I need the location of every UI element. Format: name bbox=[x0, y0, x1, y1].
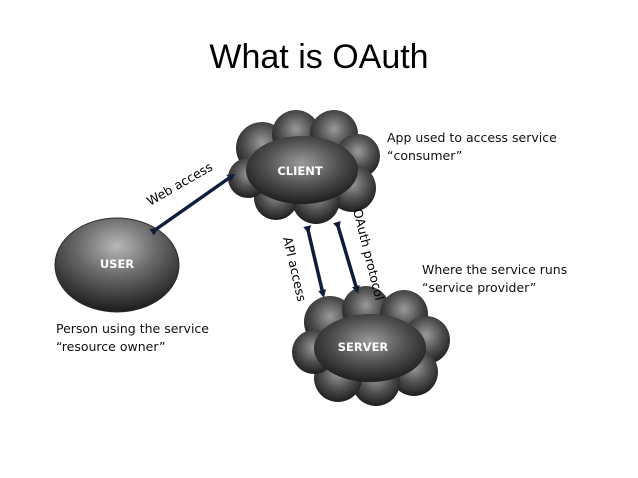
server-note-line1: Where the service runs bbox=[422, 262, 568, 277]
server-cloud: SERVER bbox=[292, 286, 450, 406]
web-access-label: Web access bbox=[144, 159, 215, 209]
client-note: App used to access service “consumer” bbox=[387, 129, 557, 165]
client-label: CLIENT bbox=[277, 164, 323, 178]
server-label: SERVER bbox=[338, 340, 389, 354]
client-note-line1: App used to access service bbox=[387, 130, 557, 145]
user-note-line2: “resource owner” bbox=[56, 339, 166, 354]
api-access-arrow bbox=[303, 225, 326, 298]
api-access-label: API access bbox=[280, 235, 309, 303]
user-label: USER bbox=[100, 257, 134, 271]
web-access-arrow bbox=[149, 173, 236, 236]
server-note: Where the service runs “service provider… bbox=[422, 261, 567, 297]
client-cloud: CLIENT bbox=[228, 110, 380, 224]
server-note-line2: “service provider” bbox=[422, 280, 537, 295]
user-note-line1: Person using the service bbox=[56, 321, 209, 336]
oauth-protocol-arrow bbox=[333, 221, 360, 294]
client-note-line2: “consumer” bbox=[387, 148, 463, 163]
user-node: USER bbox=[54, 217, 180, 313]
user-note: Person using the service “resource owner… bbox=[56, 320, 209, 356]
slide-title: What is OAuth bbox=[209, 38, 429, 76]
